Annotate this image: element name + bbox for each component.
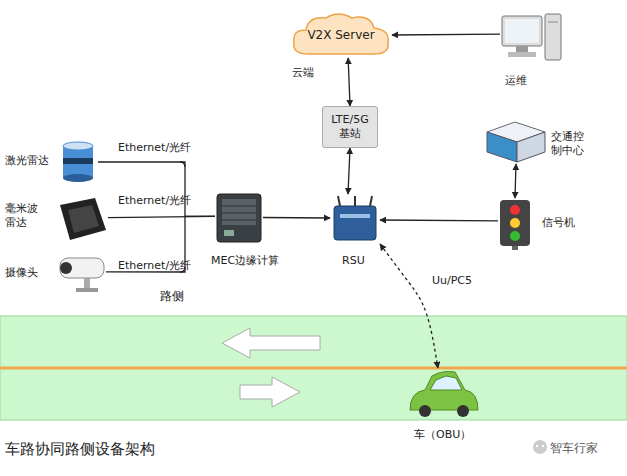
- center-line: [0, 367, 627, 370]
- mec-icon: [217, 194, 261, 242]
- node-label: RSU: [342, 254, 365, 268]
- lidar-sensor: 激光雷达: [58, 142, 98, 182]
- camera-icon: [60, 258, 104, 292]
- rsu-unit: RSU: [330, 194, 380, 244]
- edge-label: Uu/PC5: [432, 274, 472, 287]
- radar-sensor: 毫米波 雷达: [58, 196, 108, 242]
- control-center-icon: [487, 122, 545, 162]
- signal-icon: [500, 200, 530, 250]
- lane-arrow: [222, 328, 320, 358]
- node-label: 交通控制中心: [551, 130, 591, 158]
- connector: [263, 217, 330, 219]
- lane-arrow: [240, 377, 300, 407]
- watermark: 智车行家: [550, 440, 598, 457]
- car-icon: [410, 372, 478, 418]
- node-label: 毫米波 雷达: [5, 202, 41, 230]
- watermark-icon: [533, 440, 547, 454]
- connector: [515, 164, 516, 198]
- signal-unit: 信号机: [498, 198, 532, 250]
- node-label: 摄像头: [5, 266, 38, 280]
- node-label: 运维: [505, 74, 527, 88]
- caption: 车路协同路侧设备架构: [5, 440, 155, 459]
- connector: [348, 58, 350, 106]
- edge-label: Ethernet/光纤: [118, 193, 191, 208]
- vehicle: 车（OBU）: [406, 368, 482, 420]
- mec-unit: MEC边缘计算: [215, 190, 263, 245]
- radar-icon: [60, 198, 106, 240]
- connector: [380, 219, 498, 221]
- node-label: MEC边缘计算: [211, 254, 279, 268]
- camera-sensor: 摄像头: [56, 254, 106, 292]
- node-label: 激光雷达: [5, 154, 49, 168]
- node-label: V2X Server: [307, 28, 374, 43]
- node-label: 车（OBU）: [414, 428, 471, 442]
- region-label: 云端: [292, 66, 314, 80]
- terminal-icon: 运维: [500, 14, 562, 62]
- control-center: 交通控制中心: [485, 120, 547, 164]
- region-label: 路侧: [160, 288, 184, 305]
- server-cloud: V2X Server云端: [290, 12, 392, 58]
- node-label: LTE/5G 基站: [326, 113, 374, 141]
- rsu-icon: [334, 196, 376, 240]
- edge-label: Ethernet/光纤: [118, 140, 191, 155]
- station-box: LTE/5G 基站: [322, 106, 378, 148]
- node-label: 信号机: [542, 216, 575, 230]
- bracket: [180, 162, 185, 272]
- edge-label: Ethernet/光纤: [118, 258, 191, 273]
- computer-icon: [502, 14, 561, 60]
- connector: [106, 216, 215, 272]
- lidar-icon: [63, 142, 93, 182]
- road: [0, 316, 627, 420]
- wireless-link: [380, 244, 438, 368]
- connector: [348, 148, 350, 194]
- connector: [392, 34, 500, 36]
- connector: [98, 162, 215, 216]
